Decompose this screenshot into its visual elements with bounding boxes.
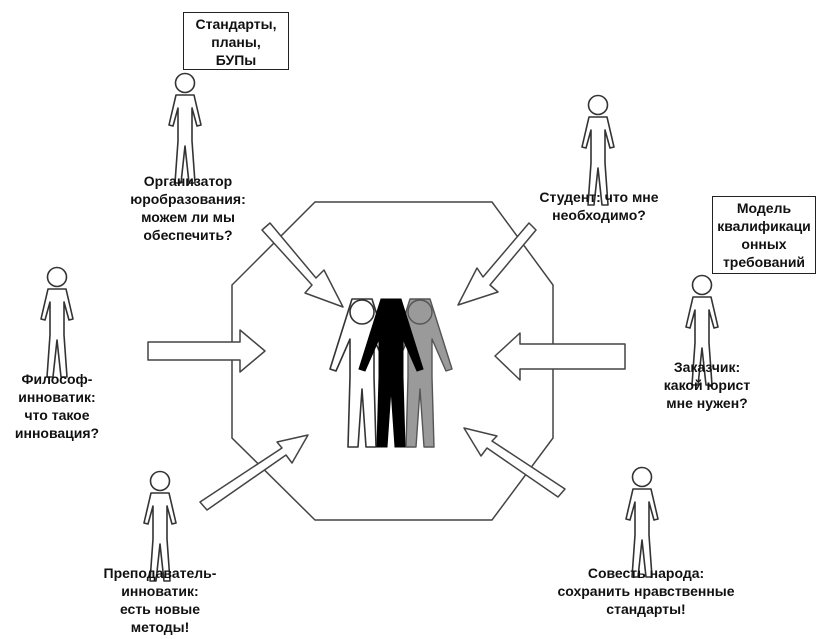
model-box: Модель квалификаци онных требований <box>712 196 816 274</box>
customer-line-1: Заказчик: <box>673 359 741 375</box>
person-organizer-icon <box>168 72 202 184</box>
student-label: Студент: что мне необходимо? <box>526 188 672 224</box>
model-line-3: онных <box>741 236 787 252</box>
arrow-conscience <box>463 427 566 498</box>
conscience-line-2: сохранить нравственные <box>557 583 735 599</box>
organizer-line-1: Организатор <box>143 173 233 189</box>
model-line-1: Модель <box>736 200 792 216</box>
teacher-line-4: методы! <box>130 619 190 635</box>
student-line-2: необходимо? <box>552 207 646 223</box>
model-line-2: квалификаци <box>717 218 811 234</box>
customer-line-2: какой юрист <box>663 377 751 393</box>
organizer-line-4: обеспечить? <box>143 227 233 243</box>
arrow-philosopher <box>147 329 266 373</box>
conscience-line-3: стандарты! <box>606 601 686 617</box>
standards-line-1: Стандарты, <box>195 16 277 32</box>
conscience-label: Совесть народа: сохранить нравственные с… <box>548 564 744 618</box>
arrow-customer <box>494 332 626 381</box>
person-conscience-icon <box>625 466 659 578</box>
conscience-line-1: Совесть народа: <box>587 565 705 581</box>
philosopher-line-2: инноватик: <box>18 389 96 405</box>
teacher-label: Преподаватель- инноватик: есть новые мет… <box>90 564 230 636</box>
center-figure-white <box>329 298 395 448</box>
arrow-student <box>457 222 537 306</box>
standards-line-3: БУПы <box>215 52 257 68</box>
octagon-frame <box>231 201 554 521</box>
customer-label: Заказчик: какой юрист мне нужен? <box>652 358 762 412</box>
center-figure-black <box>358 298 424 448</box>
organizer-line-3: можем ли мы <box>141 209 235 225</box>
center-figure-gray <box>387 298 453 448</box>
central-group <box>329 298 453 448</box>
standards-box: Стандарты, планы, БУПы <box>183 12 289 70</box>
teacher-line-3: есть новые <box>119 601 201 617</box>
arrow-teacher <box>199 434 309 511</box>
standards-line-2: планы, <box>211 34 261 50</box>
philosopher-line-1: Философ- <box>21 371 93 387</box>
arrow-organizer <box>261 222 344 308</box>
philosopher-line-4: инновация? <box>14 425 100 441</box>
customer-line-3: мне нужен? <box>666 395 748 411</box>
philosopher-line-3: что такое <box>24 407 90 423</box>
philosopher-label: Философ- инноватик: что такое инновация? <box>4 370 110 442</box>
model-line-4: требований <box>722 254 806 270</box>
teacher-line-2: инноватик: <box>121 583 199 599</box>
person-philosopher-icon <box>40 266 74 378</box>
student-line-1: Студент: что мне <box>539 189 659 205</box>
teacher-line-1: Преподаватель- <box>103 565 217 581</box>
organizer-label: Организатор юробразования: можем ли мы о… <box>118 172 258 244</box>
organizer-line-2: юробразования: <box>130 191 246 207</box>
